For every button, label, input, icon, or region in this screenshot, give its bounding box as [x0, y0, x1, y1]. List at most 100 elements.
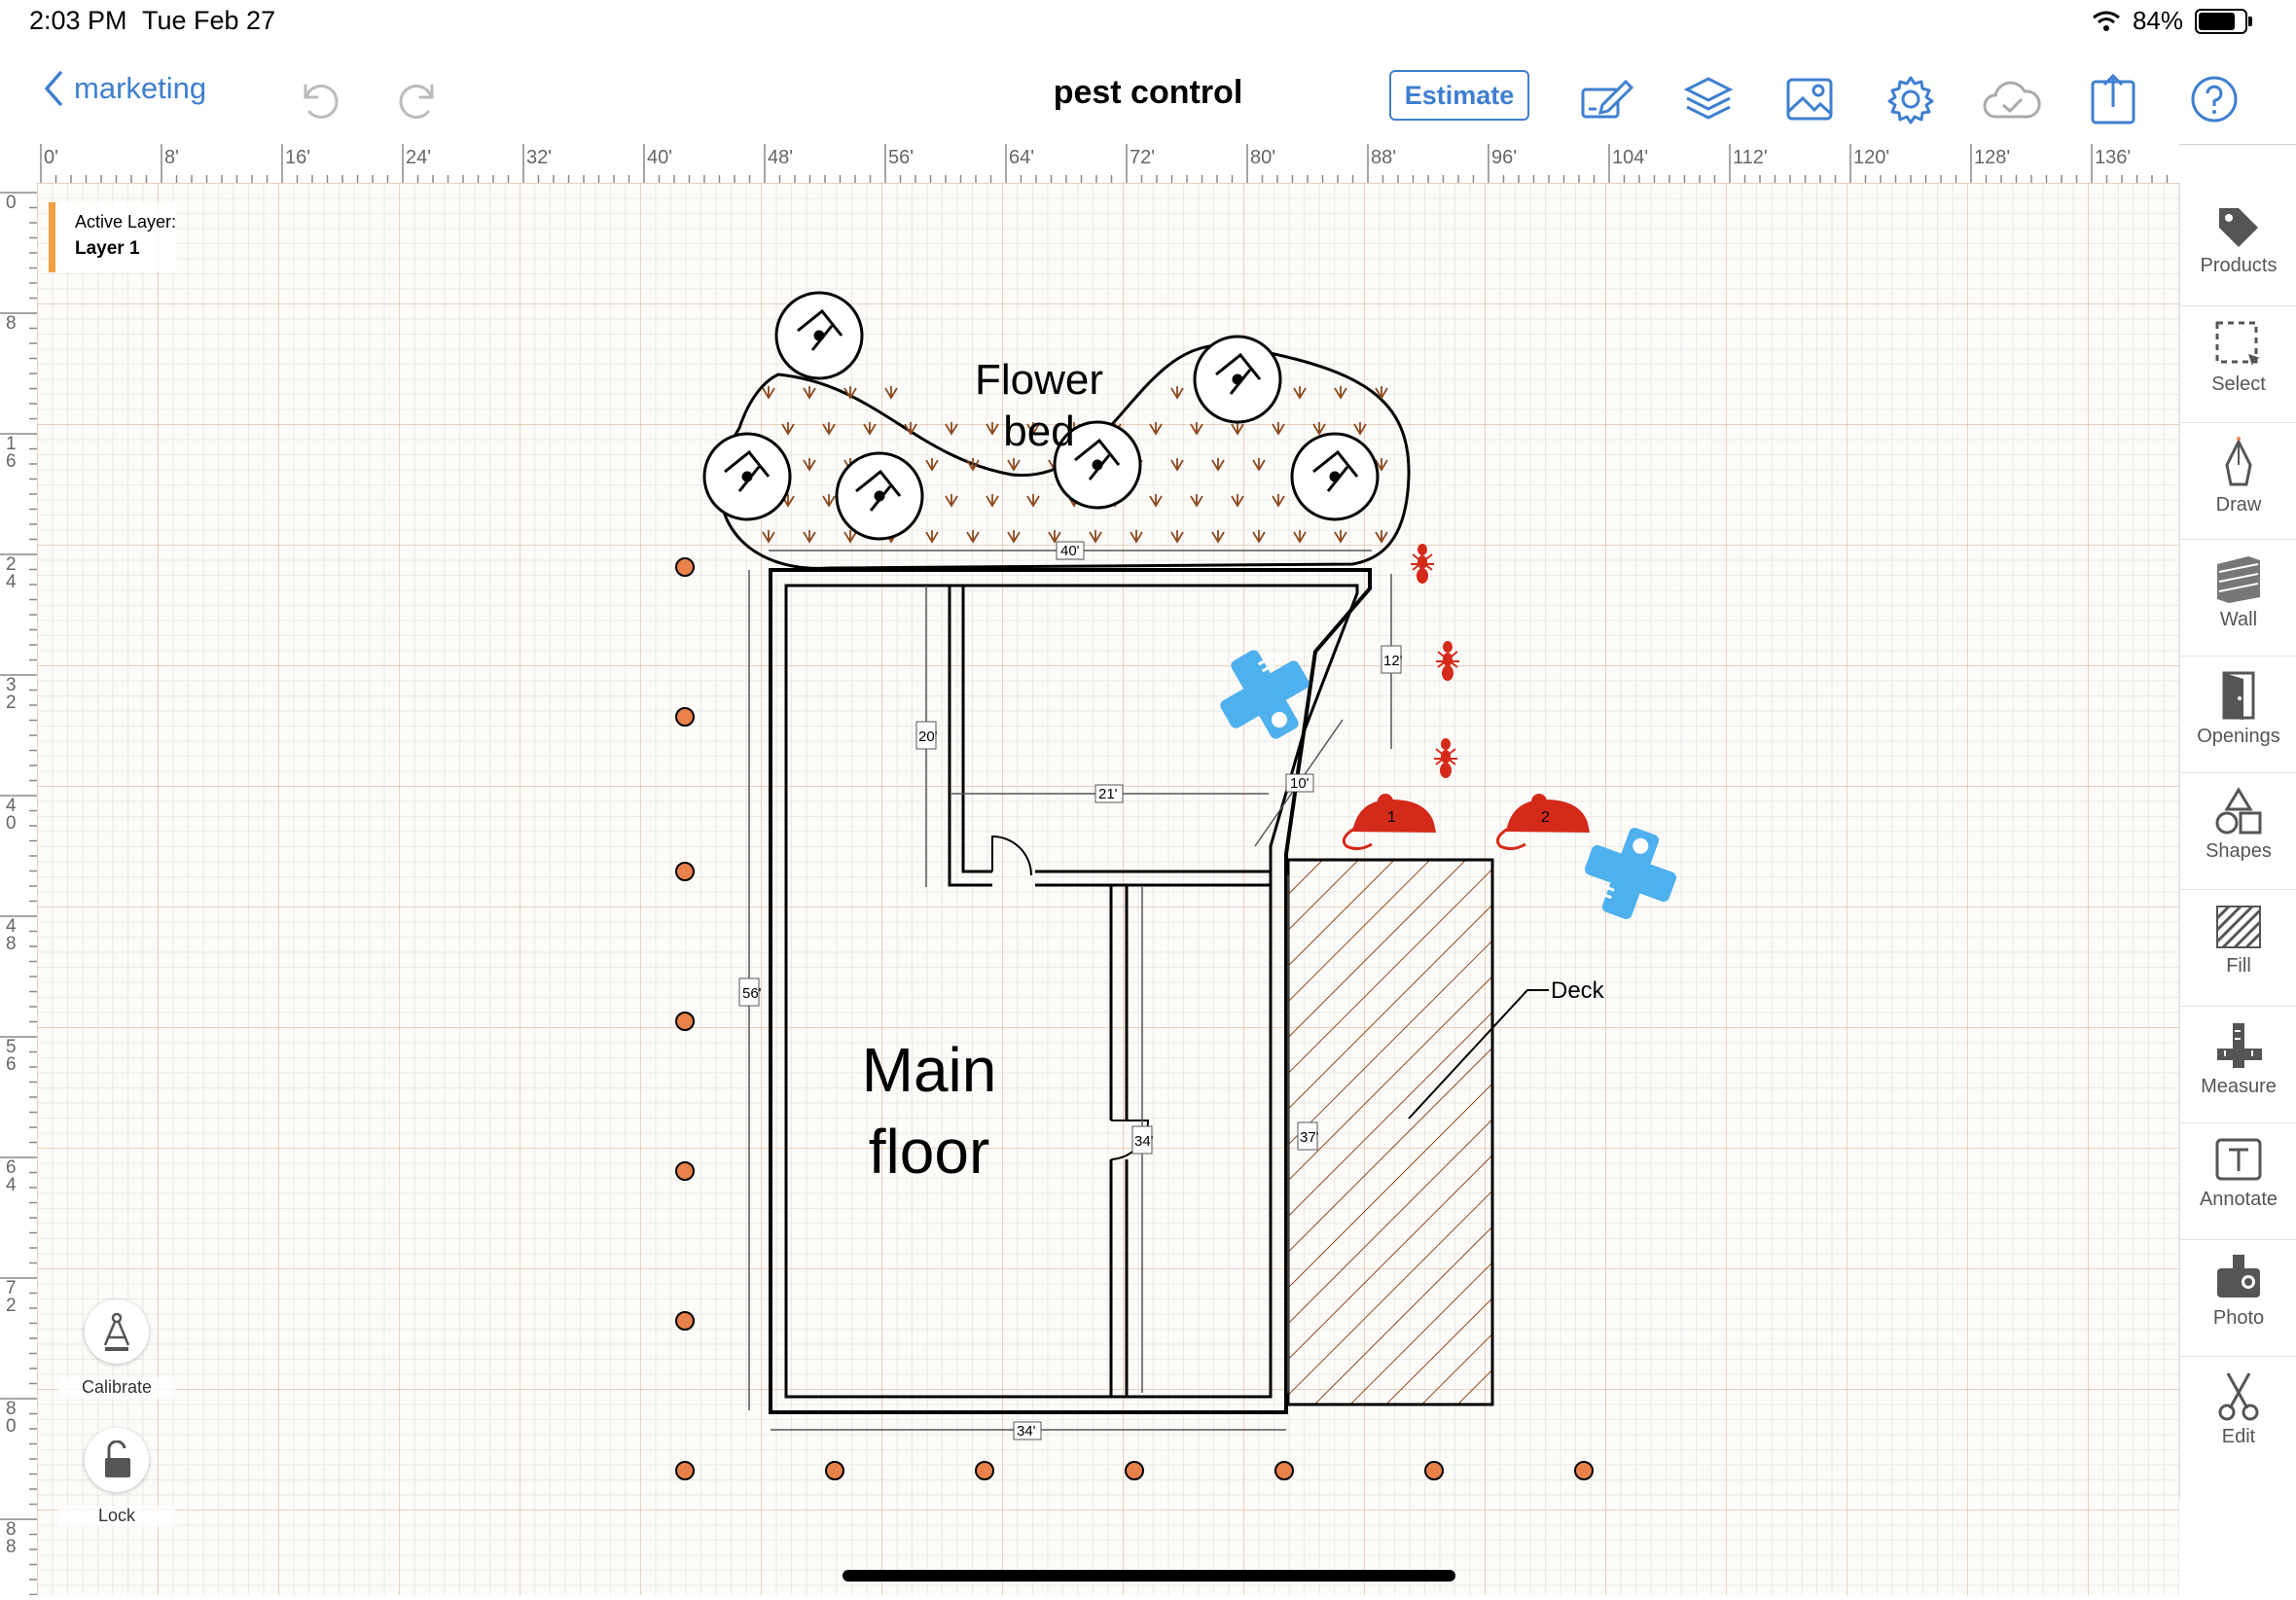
ruler-label: 2 [6, 554, 17, 575]
status-right: 84% [2092, 6, 2252, 36]
tool-openings[interactable]: Openings [2180, 658, 2296, 773]
undo-icon[interactable] [288, 68, 350, 130]
status-time: 2:03 PM [29, 6, 127, 35]
lock-label: Lock [58, 1506, 175, 1526]
tool-shapes[interactable]: Shapes [2180, 774, 2296, 890]
ruler-label: 0 [6, 813, 17, 834]
active-layer-value: Layer 1 [75, 238, 140, 259]
grass-mark [1272, 494, 1285, 508]
dimension-bottom: 34' [1017, 1423, 1036, 1440]
tool-wall[interactable]: Wall [2180, 541, 2296, 657]
grass-mark [822, 494, 836, 508]
home-indicator[interactable] [843, 1570, 1455, 1582]
tool-label: Shapes [2206, 840, 2272, 862]
tool-annotate[interactable]: Annotate [2180, 1124, 2296, 1240]
grass-mark [1231, 494, 1244, 508]
tool-label: Openings [2197, 726, 2280, 747]
ruler-label: 136' [2095, 147, 2131, 168]
gear-icon[interactable] [1880, 68, 1942, 130]
floor-plan-drawing: Flower bed Deck Main floor 40' 56' 34' 2… [675, 291, 1677, 1480]
document-title: pest control [1053, 74, 1243, 111]
ruler-label: 6 [6, 1157, 17, 1178]
tool-select[interactable]: Select [2180, 307, 2296, 423]
grass-mark [1149, 422, 1163, 436]
shapes-icon [2215, 787, 2262, 835]
tool-label: Fill [2226, 955, 2251, 977]
flower-bed-label-line2: bed [1003, 408, 1074, 455]
rodent-number: 2 [1541, 809, 1550, 826]
grass-mark [1007, 458, 1021, 472]
deck-label: Deck [1551, 978, 1605, 1004]
tool-measure[interactable]: Measure [2180, 1008, 2296, 1123]
cloud-check-icon[interactable] [1981, 68, 2043, 130]
ruler-label: 56' [888, 147, 914, 168]
estimate-button[interactable]: Estimate [1389, 70, 1529, 121]
layers-icon[interactable] [1677, 68, 1740, 130]
grass-mark [986, 494, 999, 508]
ruler-label: 8 [6, 934, 17, 954]
grass-mark [1312, 422, 1326, 436]
tool-draw[interactable]: Draw [2180, 424, 2296, 540]
tree-icon [774, 291, 864, 380]
tree-icon [1193, 335, 1282, 424]
grass-mark [1211, 458, 1225, 472]
grass-mark [762, 530, 775, 544]
ruler-label: 5 [6, 1037, 17, 1057]
tree-icon [702, 432, 792, 521]
flower-bed-label-line1: Flower [975, 356, 1103, 404]
grass-mark [884, 386, 898, 400]
calibrate-button[interactable]: Calibrate [58, 1299, 175, 1398]
grass-mark [1048, 530, 1061, 544]
ruler-label: 24' [406, 147, 431, 168]
grass-mark [1149, 494, 1163, 508]
grass-mark [843, 530, 857, 544]
grass-mark [1190, 422, 1203, 436]
ruler-label: 8 [6, 1537, 17, 1557]
battery-percent: 84% [2132, 6, 2183, 35]
pencil-icon[interactable] [1576, 68, 1638, 130]
share-icon[interactable] [2082, 68, 2144, 130]
perimeter-stake-icon [675, 1161, 695, 1181]
ruler-label: 0 [6, 1416, 17, 1437]
ruler-label: 4 [6, 1175, 17, 1195]
ruler-label: 104' [1612, 147, 1648, 168]
redo-icon[interactable] [387, 68, 449, 130]
perimeter-stake-icon [975, 1461, 994, 1480]
perimeter-stake-icon [675, 1311, 695, 1331]
ruler-label: 4 [6, 916, 17, 937]
dimension-left: 56' [742, 985, 762, 1002]
ruler-label: 1 [6, 434, 17, 454]
lock-button[interactable]: Lock [58, 1428, 175, 1526]
tool-photo[interactable]: Photo [2180, 1241, 2296, 1357]
brick-wall-icon [2217, 556, 2260, 603]
perimeter-stake-icon [1574, 1461, 1594, 1480]
ruler-label: 6 [6, 1054, 17, 1075]
grass-mark [1026, 494, 1040, 508]
back-button[interactable]: marketing [43, 70, 206, 107]
ruler-label: 8 [6, 1519, 17, 1540]
drawing-canvas[interactable] [37, 183, 2179, 1595]
active-layer-indicator[interactable]: Active Layer: Layer 1 [49, 202, 177, 272]
tool-products[interactable]: Products [2180, 191, 2296, 306]
grass-mark [803, 458, 816, 472]
status-bar: 2:03 PM Tue Feb 27 84% [0, 0, 2296, 51]
ruler-label: 3 [6, 675, 17, 695]
tool-fill[interactable]: Fill [2180, 891, 2296, 1007]
text-box-icon [2215, 1138, 2262, 1181]
grass-mark [1293, 530, 1307, 544]
help-icon[interactable] [2183, 68, 2245, 130]
tool-label: Wall [2219, 609, 2258, 630]
select-icon [2215, 321, 2260, 366]
grass-mark [904, 422, 917, 436]
back-label: marketing [74, 71, 207, 105]
grass-mark [803, 530, 816, 544]
grass-mark [1375, 530, 1388, 544]
tool-edit[interactable]: Edit [2180, 1358, 2296, 1473]
main-floor-label-line2: floor [869, 1117, 990, 1187]
grass-mark [1252, 530, 1266, 544]
tag-icon [2219, 208, 2258, 247]
calibrate-label: Calibrate [58, 1377, 175, 1398]
image-icon[interactable] [1778, 68, 1841, 130]
grass-mark [781, 422, 795, 436]
